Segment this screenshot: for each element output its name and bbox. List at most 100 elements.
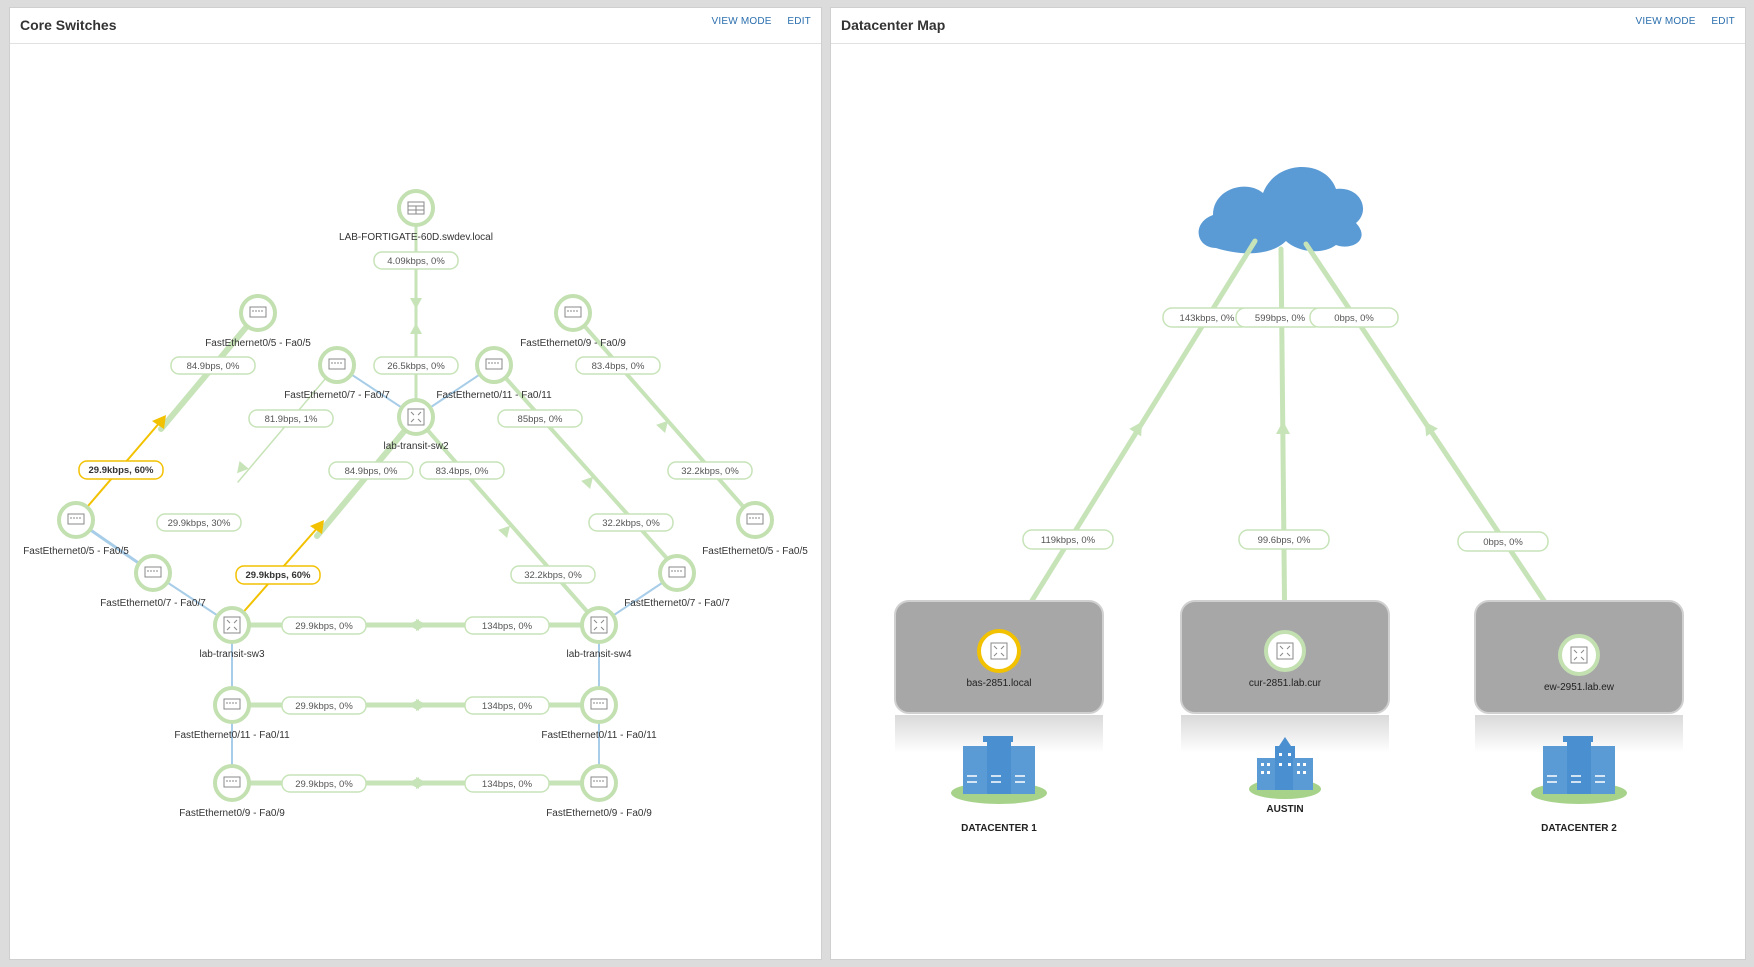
node-port[interactable]: FastEthernet0/5 - Fa0/5 xyxy=(702,501,808,557)
edit-button[interactable]: EDIT xyxy=(1711,16,1735,27)
svg-text:99.6bps, 0%: 99.6bps, 0% xyxy=(1258,535,1311,546)
link-label[interactable]: 32.2kbps, 0% xyxy=(510,565,596,584)
port-icon xyxy=(144,566,162,578)
core-switches-map: 4.09kbps, 0% 84.9bps, 0% 26.5kbps, 0% 83… xyxy=(23,189,808,819)
link-label[interactable]: 29.9kbps, 0% xyxy=(281,616,367,635)
site-box-austin[interactable] xyxy=(1180,600,1390,753)
link-label[interactable]: 29.9kbps, 60% xyxy=(78,460,164,480)
link-label[interactable]: 83.4bps, 0% xyxy=(419,461,505,480)
router-icon xyxy=(1570,646,1588,664)
switch-icon xyxy=(223,616,241,634)
svg-text:32.2kbps, 0%: 32.2kbps, 0% xyxy=(524,570,582,581)
node-sw4[interactable]: lab-transit-sw4 xyxy=(566,606,632,660)
panel-actions: VIEW MODE EDIT xyxy=(1622,16,1735,27)
svg-text:83.4bps, 0%: 83.4bps, 0% xyxy=(592,361,645,372)
link-label[interactable]: 26.5kbps, 0% xyxy=(373,356,459,375)
edit-button[interactable]: EDIT xyxy=(787,16,811,27)
node-label: FastEthernet0/9 - Fa0/9 xyxy=(546,808,652,819)
node-label: cur-2851.lab.cur xyxy=(1249,678,1322,689)
link-label[interactable]: 32.2kbps, 0% xyxy=(588,513,674,532)
link-label[interactable]: 85bps, 0% xyxy=(497,409,583,428)
link-label[interactable]: 134bps, 0% xyxy=(464,616,550,635)
link-label[interactable]: 84.9bps, 0% xyxy=(170,356,256,375)
port-icon xyxy=(590,776,608,788)
node-ew[interactable]: ew-2951.lab.ew xyxy=(1544,634,1615,693)
link-label[interactable]: 32.2kbps, 0% xyxy=(667,461,753,480)
firewall-icon xyxy=(407,201,425,215)
node-port[interactable]: FastEthernet0/11 - Fa0/11 xyxy=(174,686,290,741)
link-label[interactable]: 134bps, 0% xyxy=(464,774,550,793)
link-label[interactable]: 29.9kbps, 0% xyxy=(281,696,367,715)
router-icon xyxy=(990,642,1008,660)
node-cur[interactable]: cur-2851.lab.cur xyxy=(1249,630,1322,689)
node-label: lab-transit-sw2 xyxy=(383,441,448,452)
core-switches-panel: Core Switches VIEW MODE EDIT xyxy=(9,7,822,960)
switch-icon xyxy=(407,408,425,426)
view-mode-button[interactable]: VIEW MODE xyxy=(1635,16,1696,27)
node-label: LAB-FORTIGATE-60D.swdev.local xyxy=(339,232,493,243)
node-label: FastEthernet0/5 - Fa0/5 xyxy=(205,338,311,349)
node-port[interactable]: FastEthernet0/9 - Fa0/9 xyxy=(546,764,652,819)
port-icon xyxy=(67,513,85,525)
svg-text:599bps, 0%: 599bps, 0% xyxy=(1255,313,1306,324)
datacenter-icon: DATACENTER 1 xyxy=(951,736,1047,834)
site-box-datacenter-2[interactable] xyxy=(1474,600,1684,753)
node-port[interactable]: FastEthernet0/9 - Fa0/9 xyxy=(179,764,285,819)
node-port[interactable]: FastEthernet0/7 - Fa0/7 xyxy=(100,554,206,609)
link-label[interactable]: 134bps, 0% xyxy=(464,696,550,715)
node-label: FastEthernet0/7 - Fa0/7 xyxy=(624,598,730,609)
port-icon xyxy=(328,358,346,370)
node-label: FastEthernet0/11 - Fa0/11 xyxy=(174,730,290,741)
link-arrows xyxy=(152,298,673,789)
svg-text:29.9kbps, 30%: 29.9kbps, 30% xyxy=(168,518,231,529)
site-caption: DATACENTER 2 xyxy=(1541,823,1617,834)
link-label[interactable]: 4.09kbps, 0% xyxy=(373,251,459,270)
port-icon xyxy=(746,513,764,525)
svg-text:26.5kbps, 0%: 26.5kbps, 0% xyxy=(387,361,445,372)
svg-text:134bps, 0%: 134bps, 0% xyxy=(482,621,533,632)
site-caption: AUSTIN xyxy=(1266,804,1303,815)
link-label[interactable]: 83.4bps, 0% xyxy=(575,356,661,375)
svg-text:0bps, 0%: 0bps, 0% xyxy=(1334,313,1374,324)
node-label: FastEthernet0/7 - Fa0/7 xyxy=(100,598,206,609)
node-sw3[interactable]: lab-transit-sw3 xyxy=(199,606,265,660)
link-label[interactable]: 29.9kbps, 0% xyxy=(281,774,367,793)
node-label: lab-transit-sw3 xyxy=(199,649,264,660)
node-port[interactable]: FastEthernet0/5 - Fa0/5 xyxy=(205,294,311,349)
svg-text:29.9kbps, 0%: 29.9kbps, 0% xyxy=(295,621,353,632)
node-fortigate[interactable]: LAB-FORTIGATE-60D.swdev.local xyxy=(339,189,493,243)
node-port[interactable]: FastEthernet0/9 - Fa0/9 xyxy=(520,294,626,349)
node-port[interactable]: FastEthernet0/11 - Fa0/11 xyxy=(541,686,657,741)
link-label[interactable]: 29.9kbps, 30% xyxy=(156,513,242,532)
view-mode-button[interactable]: VIEW MODE xyxy=(711,16,772,27)
node-port[interactable]: FastEthernet0/7 - Fa0/7 xyxy=(284,346,390,401)
panel-title: Core Switches xyxy=(20,17,117,33)
link-label[interactable]: 0bps, 0% xyxy=(1457,531,1549,552)
cloud-icon[interactable] xyxy=(1198,166,1364,254)
link-label[interactable]: 84.9bps, 0% xyxy=(328,461,414,480)
panel-title: Datacenter Map xyxy=(841,17,946,33)
link-label[interactable]: 81.9bps, 1% xyxy=(248,409,334,428)
node-sw2[interactable]: lab-transit-sw2 xyxy=(383,398,449,452)
site-box-datacenter-1[interactable] xyxy=(894,600,1104,753)
node-port[interactable]: FastEthernet0/11 - Fa0/11 xyxy=(436,346,552,401)
node-port[interactable]: FastEthernet0/7 - Fa0/7 xyxy=(624,554,730,609)
node-label: bas-2851.local xyxy=(966,678,1031,689)
datacenter-map-panel: Datacenter Map VIEW MODE EDIT xyxy=(830,7,1746,960)
link-label[interactable]: 119kbps, 0% xyxy=(1022,529,1114,550)
svg-text:81.9bps, 1%: 81.9bps, 1% xyxy=(265,414,318,425)
port-icon xyxy=(223,698,241,710)
svg-text:84.9bps, 0%: 84.9bps, 0% xyxy=(187,361,240,372)
link-lines xyxy=(74,206,757,786)
link-label[interactable]: 0bps, 0% xyxy=(1309,307,1399,328)
svg-text:85bps, 0%: 85bps, 0% xyxy=(518,414,563,425)
node-bas[interactable]: bas-2851.local xyxy=(966,629,1032,689)
node-port[interactable]: FastEthernet0/5 - Fa0/5 xyxy=(23,501,129,557)
port-icon xyxy=(223,776,241,788)
svg-text:29.9kbps, 60%: 29.9kbps, 60% xyxy=(89,465,155,476)
panel-header: Datacenter Map VIEW MODE EDIT xyxy=(831,8,1745,44)
switch-icon xyxy=(590,616,608,634)
link-label[interactable]: 599bps, 0% xyxy=(1235,307,1325,328)
link-label[interactable]: 99.6bps, 0% xyxy=(1238,529,1330,550)
link-label[interactable]: 29.9kbps, 60% xyxy=(235,565,321,585)
